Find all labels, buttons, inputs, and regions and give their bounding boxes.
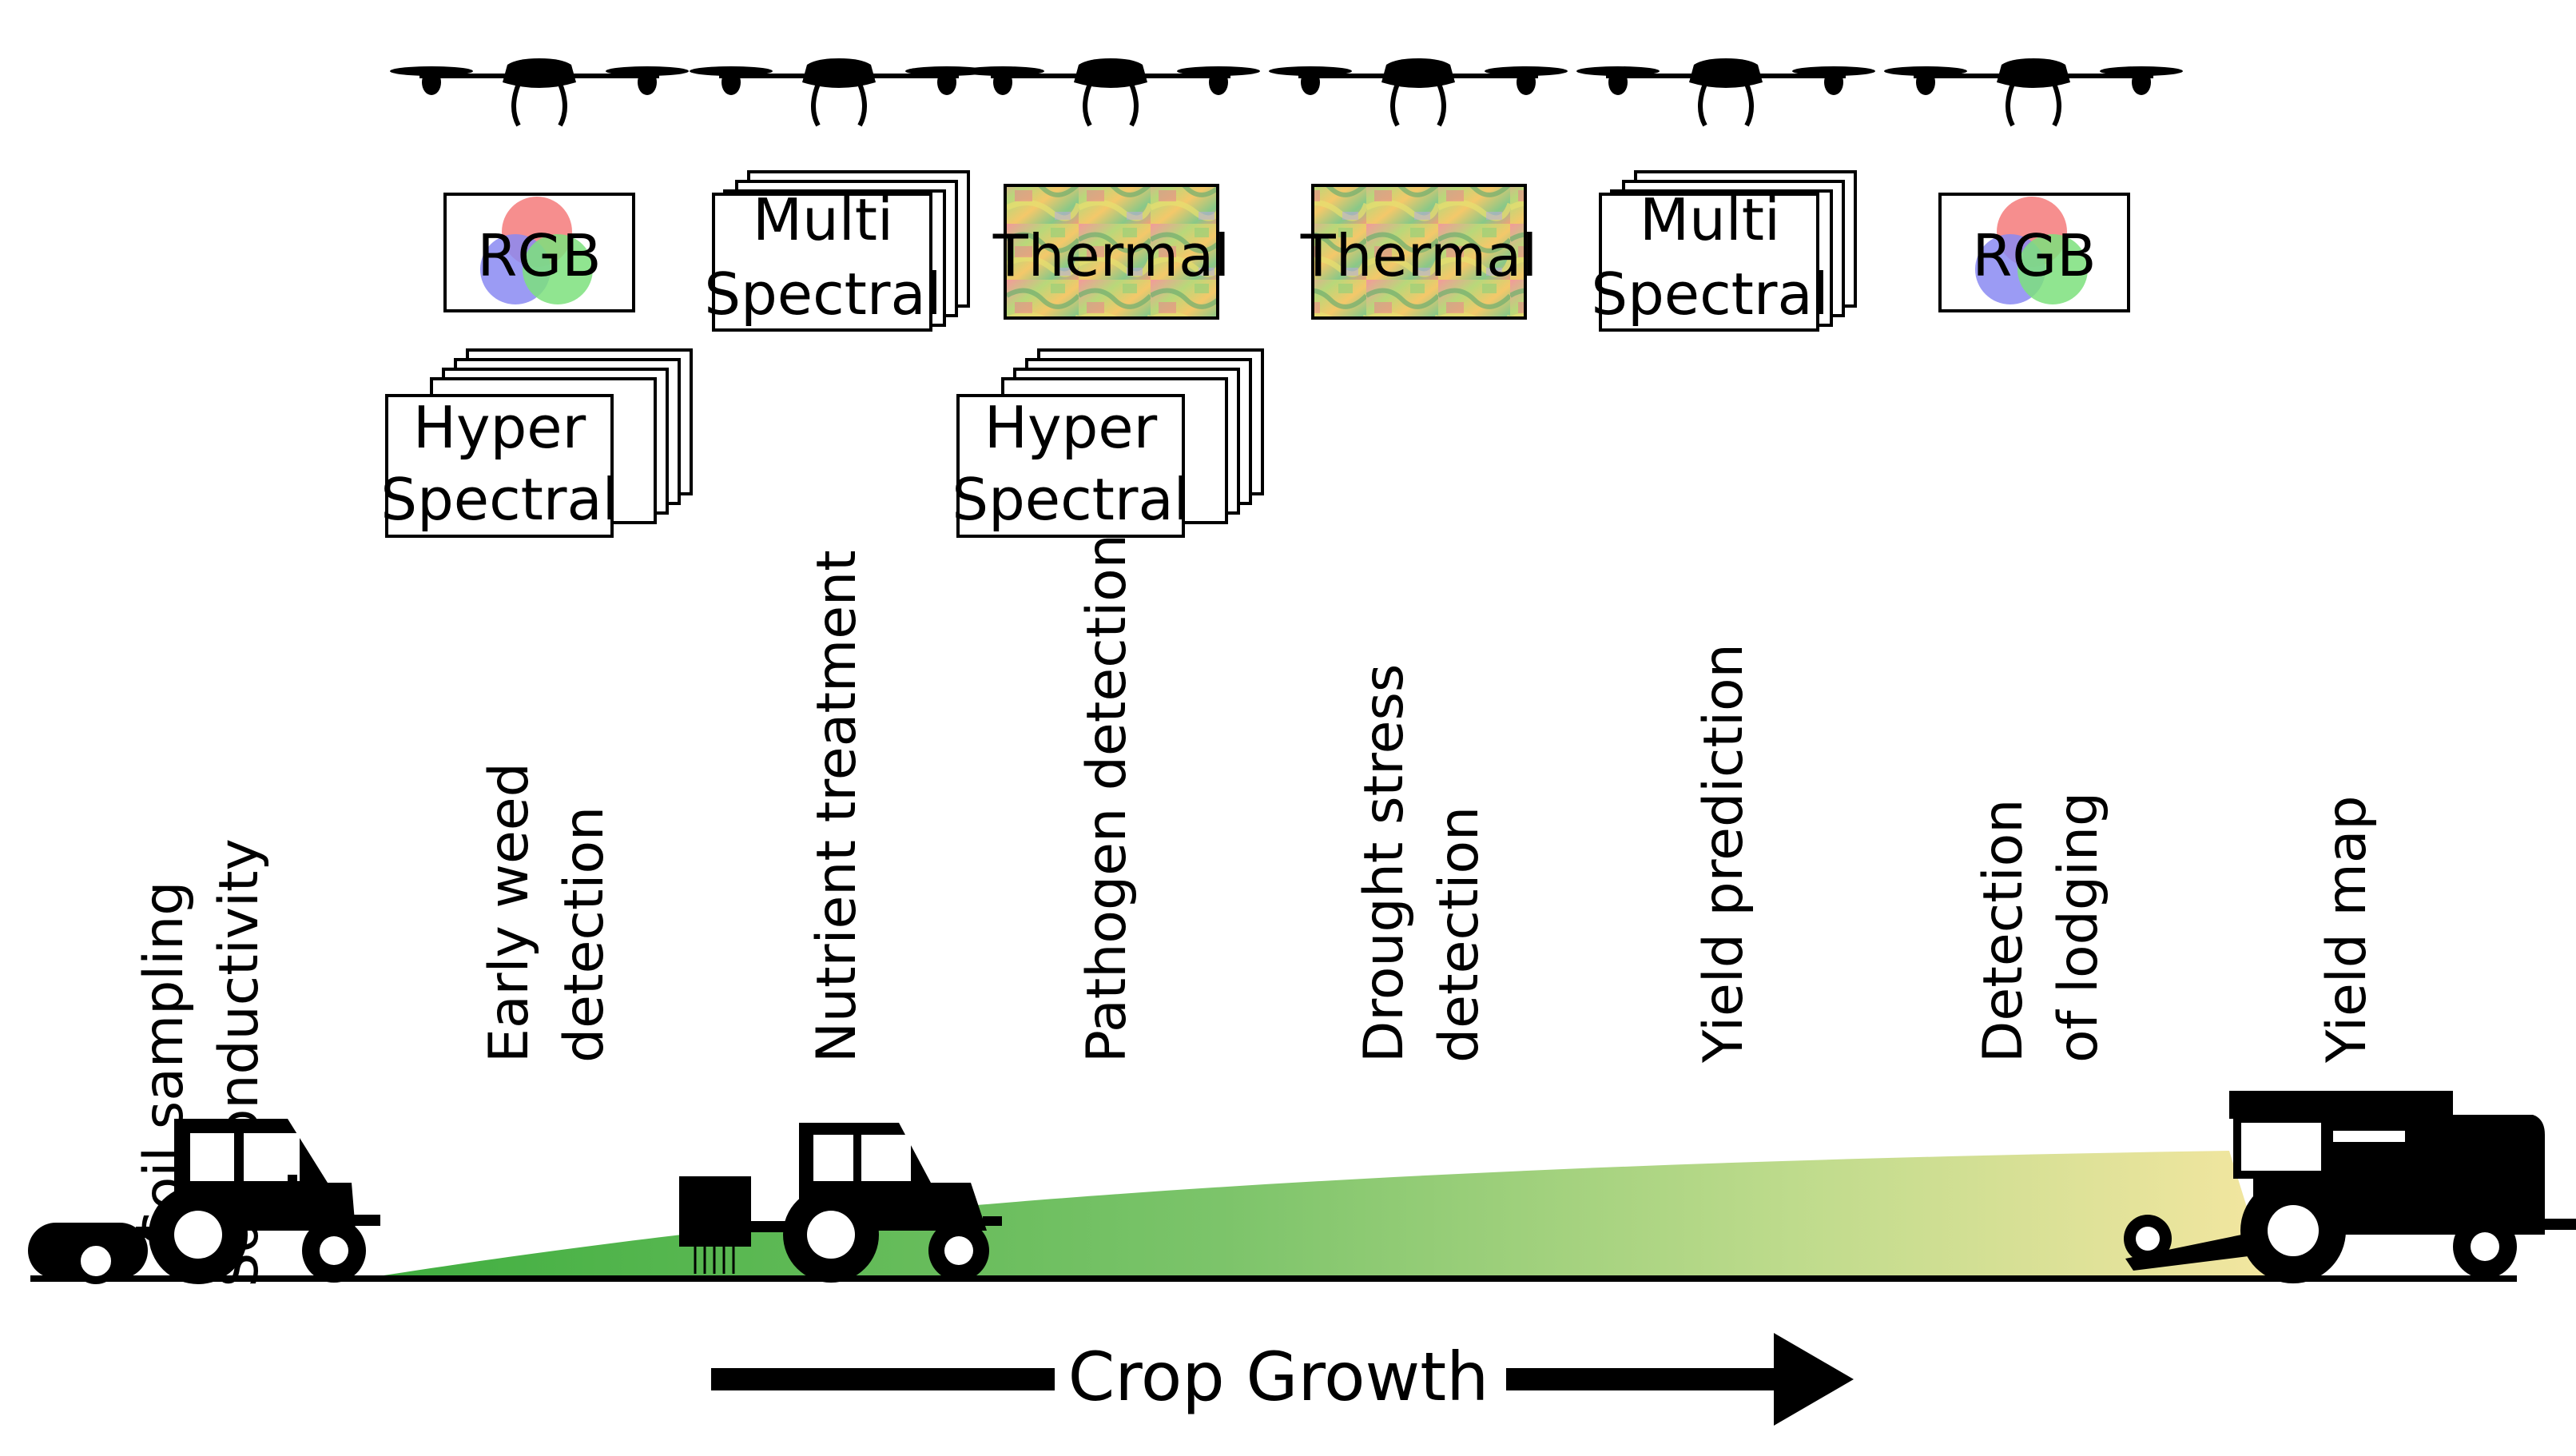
drone-icon xyxy=(1269,58,1568,127)
rgb-green-circle xyxy=(523,234,593,304)
stage-yield-map: Yield map xyxy=(2316,795,2379,1064)
multi-line2: Spectral xyxy=(704,261,941,328)
hyperspectral-sensor-card: Hyper Spectral xyxy=(952,348,1264,538)
hyper-line2: Spectral xyxy=(952,466,1189,533)
hyper-line1: Hyper xyxy=(413,394,586,461)
stage-line1: Drought stress xyxy=(1353,664,1416,1063)
multispectral-sensor-card: Multi Spectral xyxy=(1591,170,1857,332)
stage-pathogen-detection: Pathogen detection xyxy=(1075,534,1139,1063)
stage-detection-lodging: Detection of lodging xyxy=(1972,792,2110,1063)
arrow-head-icon xyxy=(1774,1333,1854,1426)
thermal-sensor-card: Thermal xyxy=(1300,184,1538,320)
rgb-label: RGB xyxy=(1972,222,2096,289)
multi-line2: Spectral xyxy=(1591,261,1828,328)
rgb-sensor-card: RGB xyxy=(443,193,635,312)
drone-icon xyxy=(1576,58,1875,127)
stage-line1: Yield prediction xyxy=(1692,643,1755,1064)
thermal-label: Thermal xyxy=(1300,222,1538,289)
drone-icon xyxy=(690,58,988,127)
crop-growth-area xyxy=(364,1151,2269,1279)
drone-icon xyxy=(390,58,689,127)
thermal-sensor-card: Thermal xyxy=(992,184,1230,320)
stage-line1: Early weed xyxy=(478,762,541,1063)
stage-drought-stress: Drought stress detection xyxy=(1353,664,1491,1063)
drone-icon xyxy=(961,58,1260,127)
multi-line1: Multi xyxy=(1640,186,1780,253)
hyper-line2: Spectral xyxy=(380,466,618,533)
stage-early-weed: Early weed detection xyxy=(478,762,616,1063)
thermal-label: Thermal xyxy=(992,222,1230,289)
rgb-green-circle xyxy=(2017,234,2088,304)
rgb-label: RGB xyxy=(477,222,601,289)
stage-line1: Pathogen detection xyxy=(1075,534,1139,1063)
stage-line1: Nutrient treatment xyxy=(805,550,869,1063)
multispectral-sensor-card: Multi Spectral xyxy=(704,170,970,332)
hyperspectral-sensor-card: Hyper Spectral xyxy=(380,348,693,538)
tractor-spreader-icon xyxy=(679,1123,1002,1283)
crop-growth-arrow: Crop Growth xyxy=(711,1333,1854,1426)
rgb-sensor-card: RGB xyxy=(1938,193,2130,312)
tractor-soil-sampler-icon xyxy=(28,1119,380,1284)
stage-line2: detection xyxy=(1428,806,1491,1063)
stage-line1: Detection xyxy=(1972,799,2035,1063)
stage-nutrient-treatment: Nutrient treatment xyxy=(805,550,869,1063)
drone-icon xyxy=(1884,58,2183,127)
stage-line2: detection xyxy=(553,806,616,1063)
crop-growth-label: Crop Growth xyxy=(1068,1338,1489,1416)
stage-line1: Yield map xyxy=(2316,795,2379,1064)
combine-harvester-icon xyxy=(2124,1091,2576,1283)
stage-line2: of lodging xyxy=(2047,792,2110,1063)
stage-yield-prediction: Yield prediction xyxy=(1692,643,1755,1064)
multi-line1: Multi xyxy=(753,186,893,253)
hyper-line1: Hyper xyxy=(984,394,1158,461)
